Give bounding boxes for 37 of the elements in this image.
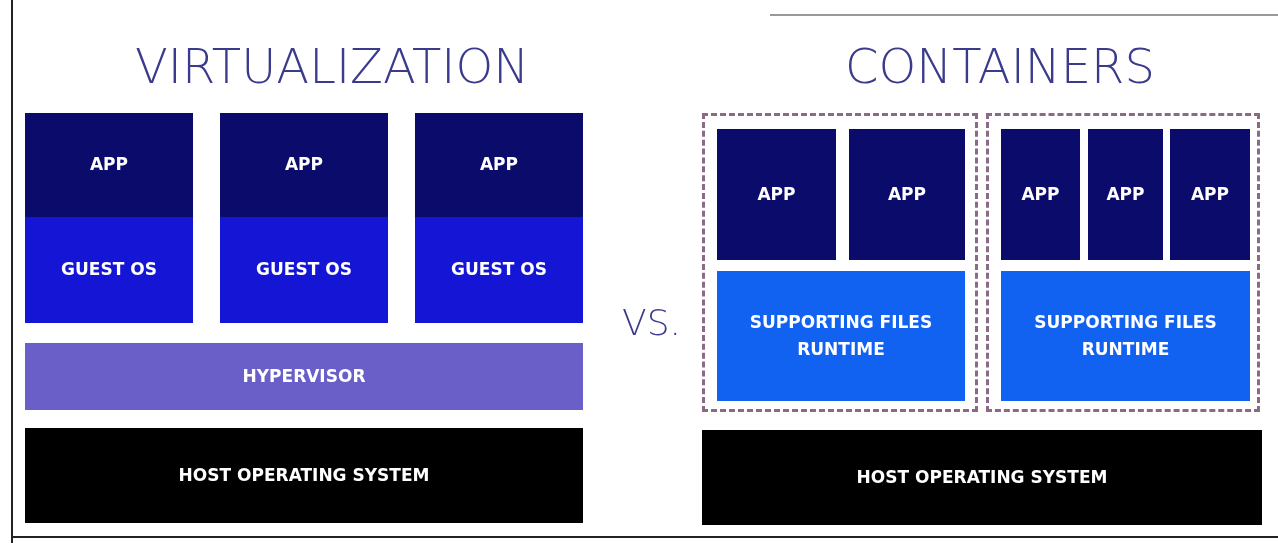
container-outline xyxy=(702,113,978,412)
runtime-layer xyxy=(1001,271,1250,401)
app-layer xyxy=(1088,129,1163,260)
app-layer xyxy=(717,129,836,260)
layer-label: HOST OPERATING SYSTEM xyxy=(177,463,431,487)
section-heading: VIRTUALIZATION xyxy=(135,38,530,94)
layer-label: APP xyxy=(478,153,520,177)
layer-label: APP xyxy=(283,153,325,177)
container-outline xyxy=(986,113,1260,412)
app-layer xyxy=(25,113,193,217)
app-layer xyxy=(849,129,965,260)
app-layer xyxy=(415,113,583,217)
layer-label: HYPERVISOR xyxy=(241,364,367,388)
layer-label: SUPPORTING FILES RUNTIME xyxy=(748,310,934,361)
host-os-layer xyxy=(702,430,1262,525)
layer-label: APP xyxy=(1189,182,1231,206)
vs-label: VS. xyxy=(622,302,681,343)
layer-label: APP xyxy=(1105,182,1146,206)
layer-label: SUPPORTING FILES RUNTIME xyxy=(1033,310,1218,361)
app-layer xyxy=(1170,129,1250,260)
guest-os-layer xyxy=(415,217,583,323)
layer-label: HOST OPERATING SYSTEM xyxy=(855,465,1109,489)
layer-label: GUEST OS xyxy=(450,258,548,282)
layer-label: APP xyxy=(88,153,130,177)
layer-label: APP xyxy=(1020,182,1061,206)
app-layer xyxy=(1001,129,1080,260)
layer-label: GUEST OS xyxy=(60,258,158,282)
guest-os-layer xyxy=(220,217,388,323)
app-layer xyxy=(220,113,388,217)
host-os-layer xyxy=(25,428,583,523)
runtime-layer xyxy=(717,271,965,401)
guest-os-layer xyxy=(25,217,193,323)
section-heading: CONTAINERS xyxy=(845,38,1155,94)
layer-label: GUEST OS xyxy=(255,258,353,282)
layer-label: APP xyxy=(886,182,928,206)
hypervisor-layer xyxy=(25,343,583,410)
layer-label: APP xyxy=(756,182,797,206)
